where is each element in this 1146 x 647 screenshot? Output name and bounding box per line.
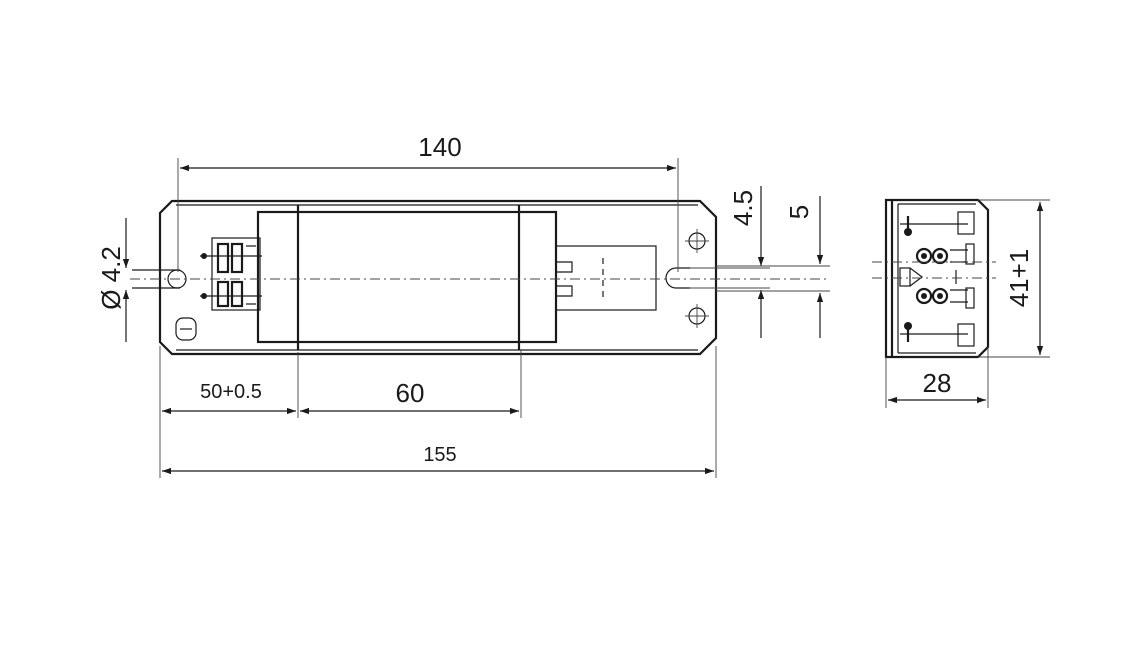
dim-label-5: 5 bbox=[784, 205, 814, 219]
screw-bottom-icon bbox=[900, 322, 975, 347]
screw-top-icon bbox=[900, 211, 975, 236]
dim-label-155: 155 bbox=[423, 444, 456, 466]
lead-clip-top bbox=[556, 261, 573, 273]
terminal-block bbox=[200, 237, 262, 311]
side-view bbox=[872, 198, 996, 359]
transformer-body bbox=[256, 210, 558, 344]
side-dimensions: 28 41+1 bbox=[885, 199, 1050, 408]
base-plate bbox=[158, 199, 718, 356]
front-dimensions: 140 50+0.5 60 155 Ø 4.2 4.5 5 bbox=[96, 132, 830, 478]
dim-label-diameter: Ø 4.2 bbox=[96, 246, 126, 310]
base-plate-inner-edge bbox=[176, 204, 698, 351]
lead-housing bbox=[555, 245, 657, 311]
ground-symbol-icon bbox=[175, 317, 197, 341]
dim-label-60: 60 bbox=[396, 378, 425, 408]
dim-label-41: 41+1 bbox=[1004, 249, 1034, 308]
terminal-pair-icon bbox=[899, 243, 975, 309]
right-slot bbox=[665, 267, 690, 289]
dim-label-50: 50+0.5 bbox=[200, 381, 262, 403]
dim-label-140: 140 bbox=[418, 132, 461, 162]
front-view bbox=[130, 199, 830, 356]
dim-label-28: 28 bbox=[923, 368, 952, 398]
lead-clip-bottom bbox=[556, 285, 573, 297]
dim-label-4-5: 4.5 bbox=[728, 190, 758, 226]
